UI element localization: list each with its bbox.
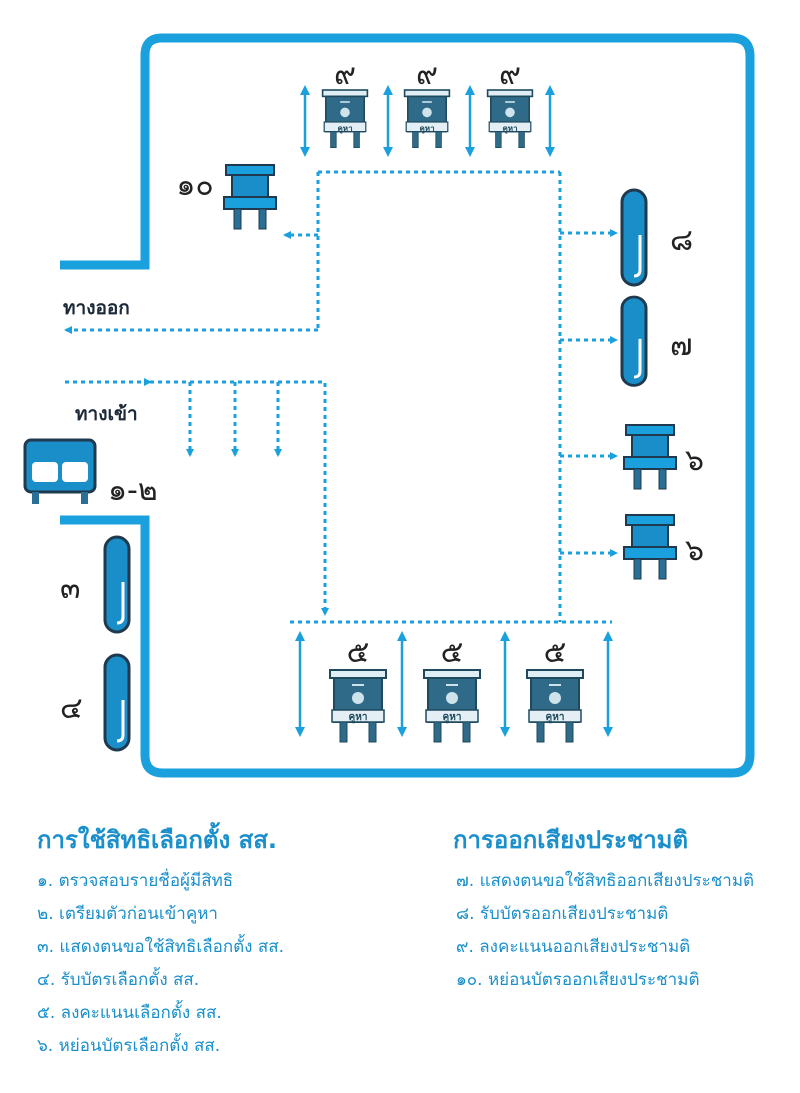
ballot-drop-6b: [623, 514, 677, 580]
legend-item: ๒. เตรียมตัวก่อนเข้าคูหา: [37, 904, 218, 924]
booth-sign: คูหา: [443, 712, 462, 724]
checkin-table-icon: [23, 438, 97, 504]
station-number-9: ๙: [499, 57, 521, 92]
station-number-6: ๖: [685, 443, 704, 478]
legend-item: ๙. ลงคะแนนออกเสียงประชามติ: [456, 937, 691, 957]
legend-title: การออกเสียงประชามติ: [453, 826, 689, 854]
ballot-drop-10: [223, 164, 277, 230]
legend-item: ๘. รับบัตรออกเสียงประชามติ: [456, 904, 669, 924]
legend-title: การใช้สิทธิเลือกตั้ง สส.: [37, 826, 277, 854]
room-wall-upper: [60, 33, 755, 778]
booth-sign: คูหา: [337, 124, 352, 134]
legend-referendum: การออกเสียงประชามติ ๗. แสดงตนขอใช้สิทธิอ…: [453, 820, 754, 997]
ballot-drop-6a: [623, 424, 677, 490]
station-number-3: ๓: [60, 571, 81, 606]
voting-booth-9b: [403, 89, 451, 149]
entrance-label: ทางเข้า: [75, 403, 138, 425]
station-number-5: ๕: [441, 635, 464, 670]
legend-item: ๑. ตรวจสอบรายชื่อผู้มีสิทธิ: [37, 871, 234, 891]
station-number-8: ๘: [670, 223, 693, 258]
ballot-counter-3: [103, 535, 131, 634]
station-number-9: ๙: [334, 57, 356, 92]
voting-booth-5c: [526, 669, 584, 743]
legend-item: ๑๐. หย่อนบัตรออกเสียงประชามติ: [456, 970, 700, 990]
legend-item: ๗. แสดงตนขอใช้สิทธิออกเสียงประชามติ: [456, 871, 755, 891]
legend-mp-election: การใช้สิทธิเลือกตั้ง สส. ๑. ตรวจสอบรายชื…: [37, 820, 284, 1063]
ballot-counter-4: [103, 653, 131, 752]
legend-item: ๖. หย่อนบัตรเลือกตั้ง สส.: [37, 1036, 221, 1056]
legend-item: ๔. รับบัตรเลือกตั้ง สส.: [37, 970, 200, 990]
exit-label: ทางออก: [63, 297, 130, 319]
voting-booth-9a: [321, 89, 369, 149]
floor-plan: คูหา คูหา คูหา คูหา คูหา คูหา ๙ ๙ ๙ ๑๐ ๘…: [23, 33, 755, 778]
booth-sign: คูหา: [546, 712, 565, 724]
booth-sign: คูหา: [349, 712, 368, 724]
spacing-arrows: [295, 85, 613, 737]
booth-sign: คูหา: [419, 124, 434, 134]
legend-item: ๓. แสดงตนขอใช้สิทธิเลือกตั้ง สส.: [37, 937, 285, 957]
station-number-5: ๕: [544, 635, 567, 670]
station-number-10: ๑๐: [176, 168, 213, 203]
legend-item: ๕. ลงคะแนนเลือกตั้ง สส.: [37, 1003, 222, 1023]
station-number-9: ๙: [416, 57, 438, 92]
station-number-1-2: ๑-๒: [108, 473, 158, 508]
station-number-7: ๗: [670, 328, 693, 363]
ballot-counter-8: [620, 188, 648, 287]
station-number-5: ๕: [347, 635, 370, 670]
voting-booth-5b: [423, 669, 481, 743]
voting-booth-5a: [329, 669, 387, 743]
ballot-counter-7: [620, 295, 648, 387]
station-number-4: ๔: [60, 691, 83, 726]
voting-booth-9c: [486, 89, 534, 149]
booth-sign: คูหา: [502, 124, 517, 134]
walking-route: [64, 170, 618, 624]
station-number-6: ๖: [685, 533, 704, 568]
